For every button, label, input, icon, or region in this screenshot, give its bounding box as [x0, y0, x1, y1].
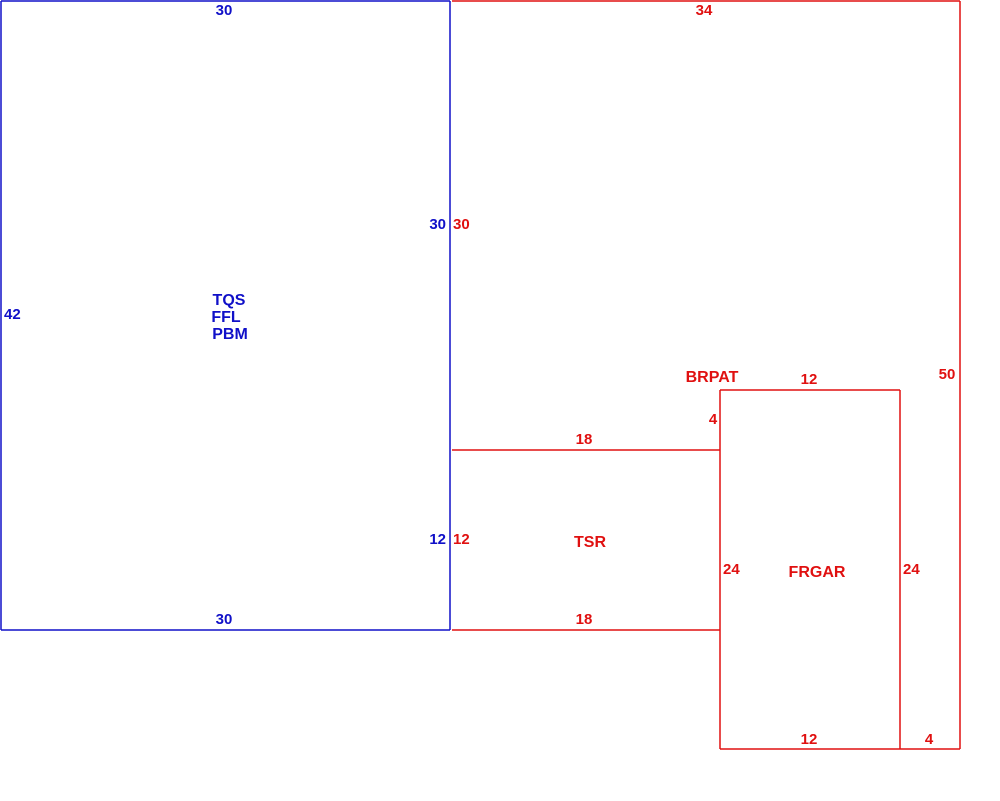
room-label-tqs: TQS	[213, 292, 246, 309]
tsr-top-dimension: 18	[576, 431, 593, 448]
blue-top-dimension: 30	[216, 2, 233, 19]
blue-bottom-dimension: 30	[216, 611, 233, 628]
frgar-bottom-dimension: 12	[801, 731, 818, 748]
room-label-ffl: FFL	[211, 309, 241, 326]
brpat-dimension: 4	[709, 411, 718, 428]
tsr-bottom-dimension: 18	[576, 611, 593, 628]
frgar-top-dimension: 12	[801, 371, 818, 388]
room-label-pbm: PBM	[212, 326, 248, 343]
red-left-lower-dimension: 12	[453, 531, 470, 548]
blue-left-dimension: 42	[4, 306, 21, 323]
red-left-upper-dimension: 30	[453, 216, 470, 233]
room-label-brpat: BRPAT	[686, 369, 739, 386]
red-top-dimension: 34	[696, 2, 713, 19]
red-bottom-right-dimension: 4	[925, 731, 934, 748]
room-label-frgar: FRGAR	[789, 564, 846, 581]
frgar-right-dimension: 24	[903, 561, 920, 578]
blue-right-lower-dimension: 12	[429, 531, 446, 548]
red-right-dimension: 50	[939, 366, 956, 383]
blue-right-upper-dimension: 30	[429, 216, 446, 233]
room-label-tsr: TSR	[574, 534, 606, 551]
frgar-left-dimension: 24	[723, 561, 740, 578]
